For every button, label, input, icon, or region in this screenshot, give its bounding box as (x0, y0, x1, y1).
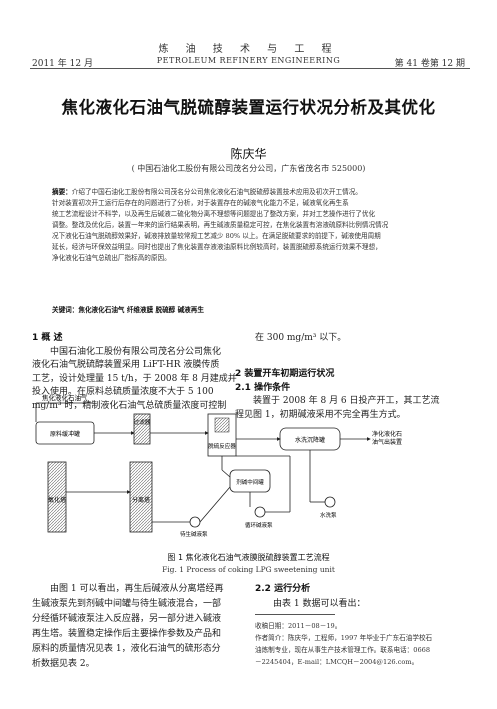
circulating-caustic-pump (254, 506, 266, 518)
issue-date: 2011 年 12 月 (32, 59, 93, 69)
discussion-line-1: 由图 1 可以看出，再生后碱液从分离塔经再 (50, 584, 224, 594)
section-1-line-5: mg/m³ 时，精制液化石油气总硫质量浓度可控制 (32, 400, 227, 411)
oxidation-tower (47, 461, 67, 533)
author-affiliation: ( 中国石油化工股份有限公司茂名分公司，广东省茂名市 525000) (131, 164, 366, 173)
abstract: 摘要：介绍了中国石油化工股份有限公司茂名分公司焦化液化石油气脱硫醇装置技术应用及… (52, 187, 448, 264)
lpg-feed-label: 焦化液化石油气 (42, 393, 88, 402)
discussion-line-2: 生碱液泵先到剂碱中间罐与待生碱液混合，一部 (32, 599, 222, 609)
abstract-line-1: 摘要：介绍了中国石油化工股份有限公司茂名分公司焦化液化石油气脱硫醇装置技术应用及… (52, 188, 362, 196)
section-1-line-4: 投入使用。在原料总硫质量浓度不大于 5 100 (32, 387, 214, 397)
raw-buffer-tank-label: 原料缓冲罐 (50, 430, 80, 438)
lpg-product-label-1: 净化液化石 (372, 430, 402, 438)
footnote-author-2: 油炼制专业，现在从事生产技术管理工作。联系电话：0668 (255, 646, 431, 654)
caustic-tank-label: 剂碱中间罐 (236, 478, 264, 486)
discussion-line-5: 原料的质量情况见表 1，液化石油气的硫形态分 (32, 644, 221, 654)
section-1-line-1: 中国石油化工股份有限公司茂名分公司焦化 (50, 346, 222, 357)
water-pump-label: 水洗泵 (320, 511, 337, 519)
water-wash-tank-label: 水洗沉降罐 (295, 436, 325, 444)
journal-name-en: PETROLEUM REFINERY ENGINEERING (156, 56, 341, 65)
separator-tower (129, 461, 153, 533)
footnote-author-1: 作者简介：陈庆华，工程师，1997 年毕业于广东石油学校石 (255, 634, 433, 642)
figure-caption-en: Fig. 1 Process of coking LPG sweetening … (162, 565, 335, 574)
section-2-1-line-2: 程见图 1，初期碱液采用不完全再生方式。 (235, 409, 406, 420)
section-1-line-3: 工艺，设计处理量 15 t/h，于 2008 年 8 月建成并 (32, 373, 237, 384)
section-2-2: 2.2 运行分析 由表 1 数据可以看出： (255, 582, 465, 612)
figure-discussion: 由图 1 可以看出，再生后碱液从分离塔经再 生碱液泵先到剂碱中间罐与待生碱液混合… (32, 582, 237, 672)
abstract-label: 摘要： (52, 188, 72, 196)
discussion-line-4: 再生塔。装置稳定操作后主要操作参数及产品和 (32, 629, 222, 639)
keywords-label: 关键词： (52, 306, 79, 314)
abstract-line-7: 净化液化石油气总硫出厂指标高的原因。 (52, 254, 171, 262)
issue-number: 第 41 卷第 12 期 (394, 59, 465, 69)
section-1-line-2: 液化石油气脱硫醇装置采用 LiFT-HR 液膜传质 (32, 360, 220, 370)
section-2-2-heading: 2.2 运行分析 (255, 584, 311, 594)
regen-caustic-pump (189, 516, 201, 528)
circ-pump-label: 循环碱液泵 (245, 521, 273, 529)
section-2-1-heading: 2.1 操作条件 (235, 382, 291, 393)
section-1-heading: 1 概 述 (32, 333, 63, 343)
footnote-contact: －2245404，E-mail：LMCQH－2004@126.com。 (255, 658, 419, 666)
figure-caption-cn: 图 1 焦化液化石油气液膜脱硫醇装置工艺流程 (167, 553, 330, 562)
section-1: 1 概 述 中国石油化工股份有限公司茂名分公司焦化 液化石油气脱硫醇装置采用 L… (32, 332, 237, 413)
regen-pump-label: 待生碱液泵 (180, 530, 208, 538)
article-title: 焦化液化石油气脱硫醇装置运行状况分析及其优化 (61, 98, 436, 117)
section-1-continued: 在 300 mg/m³ 以下。 (255, 333, 347, 343)
journal-name-cn: 炼 油 技 术 与 工 程 (158, 44, 339, 55)
discussion-line-3: 分经循环碱液泵注入反应器，另一部分进入碱液 (32, 614, 222, 624)
abstract-line-2: 针对装置初次开工运行后存在的问题进行了分析，对于装置存在的碱液气化能力不足，碱液… (52, 199, 349, 207)
oxidation-tower-label: 氧化塔 (48, 496, 66, 504)
lpg-product-label-2: 油气出装置 (372, 438, 402, 446)
abstract-line-5: 况下液化石油气脱硫醇效果好，碱液排放量较常规工艺减少 80% 以上。在满足脱硫要… (52, 232, 381, 240)
section-2-2-line: 由表 1 数据可以看出： (273, 599, 366, 609)
discussion-line-6: 析数据见表 2。 (32, 659, 95, 669)
process-flow-diagram: 焦化液化石油气 原料缓冲罐 过滤器 脱硫反应器 水洗沉降罐 净化液化石 油气出装… (35, 393, 402, 538)
abstract-line-6: 延长，经济与环保效益明显。同时也提出了焦化装置存液液油原料比例较高时，装置脱硫醇… (52, 243, 382, 251)
water-wash-pump (324, 496, 336, 508)
header-rule (30, 68, 470, 69)
separator-tower-label: 分离塔 (132, 496, 150, 504)
keywords: 关键词：焦化液化石油气 纤维液膜 脱硫醇 碱液再生 (52, 304, 448, 314)
section-2-heading: 2 装置开车初期运行状况 (235, 369, 335, 379)
footnote-received: 收稿日期：2011－08－19。 (255, 622, 342, 630)
filter-label: 过滤器 (134, 418, 151, 426)
keywords-list: 焦化液化石油气 纤维液膜 脱硫醇 碱液再生 (78, 306, 204, 314)
abstract-line-4: 调整。整改及优化后，装置一年来的运行结果表明，再生碱液质量稳定可控，在焦化装置有… (52, 221, 389, 229)
section-2: 2 装置开车初期运行状况 2.1 操作条件 装置于 2008 年 8 月 6 日… (235, 368, 465, 422)
abstract-line-3: 统工艺流程设计不科学，以及再生后碱液二硫化物分离不理想等问题提出了整改方案，并对… (52, 210, 376, 218)
filter (133, 413, 151, 445)
article-author: 陈庆华 (230, 147, 267, 161)
footnote-rule (255, 614, 335, 615)
section-2-1-line-1: 装置于 2008 年 8 月 6 日投产开工，其工艺流 (253, 396, 440, 406)
desulf-reactor-label: 脱硫反应器 (208, 442, 236, 450)
footnote: 收稿日期：2011－08－19。 作者简介：陈庆华，工程师，1997 年毕业于广… (255, 620, 465, 668)
